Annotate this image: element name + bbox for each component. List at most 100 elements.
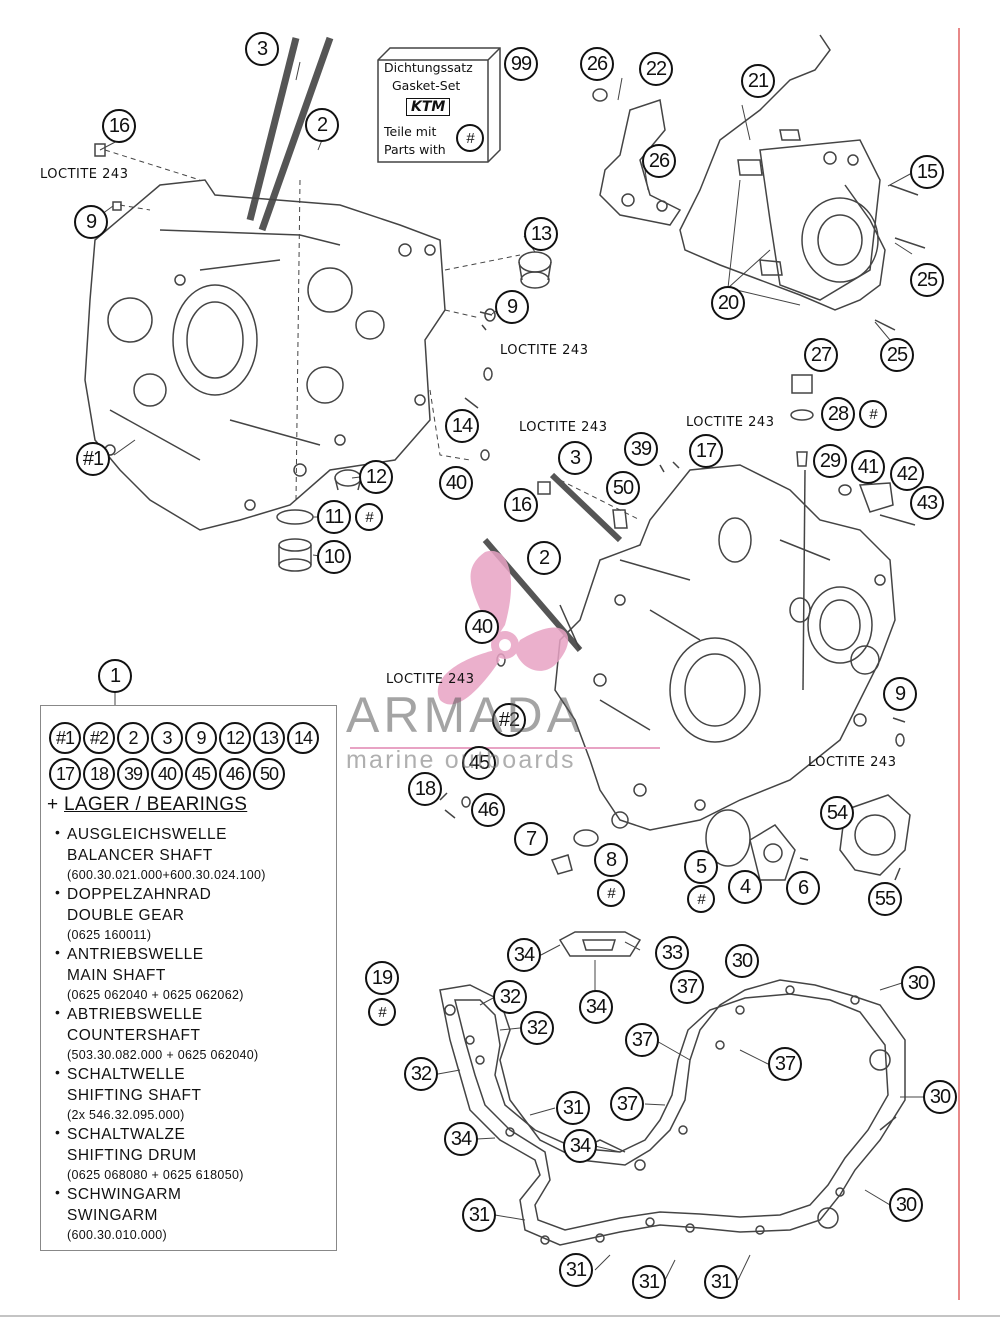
bullet-icon: • [55, 1064, 60, 1080]
callout-part-5: 5 [684, 850, 718, 884]
callout-part-16: 16 [102, 109, 136, 143]
legend-callout: 40 [151, 758, 183, 790]
callout-hash: # [859, 400, 887, 428]
legend-callout: 18 [83, 758, 115, 790]
callout-part-7: 7 [514, 822, 548, 856]
callout-part-3: 3 [245, 32, 279, 66]
bearing-item: • AUSGLEICHSWELLE BALANCER SHAFT (600.30… [55, 824, 266, 884]
callout-part-4: 4 [728, 870, 762, 904]
callout-part-34: 34 [444, 1122, 478, 1156]
callout-part-40: 40 [439, 466, 473, 500]
bearing-item: • ABTRIEBSWELLE COUNTERSHAFT (503.30.082… [55, 1004, 258, 1064]
callout-part-15: 15 [910, 155, 944, 189]
legend-callout: 3 [151, 722, 183, 754]
legend-callout: 17 [49, 758, 81, 790]
bearing-name-de: DOPPELZAHNRAD [67, 886, 212, 903]
bearing-name-en: COUNTERSHAFT [67, 1027, 201, 1044]
callout-part-43: 43 [910, 486, 944, 520]
callout-part-32: 32 [404, 1057, 438, 1091]
callout-part-12: 12 [359, 460, 393, 494]
callout-part-18: 18 [408, 772, 442, 806]
watermark-brand: ARMADA [346, 687, 584, 743]
stud-left-pair [246, 36, 334, 232]
callout-part-30: 30 [725, 944, 759, 978]
legend-callout: 14 [287, 722, 319, 754]
loctite-label: LOCTITE 243 [500, 343, 589, 358]
bearing-item: • SCHALTWELLE SHIFTING SHAFT (2x 546.32.… [55, 1064, 201, 1124]
callout-part-11: 11 [317, 500, 351, 534]
bullet-icon: • [55, 824, 60, 840]
bearing-name-en: SWINGARM [67, 1207, 158, 1224]
callout-part-14: 14 [445, 409, 479, 443]
gasket-title-de: Dichtungssatz [384, 60, 473, 75]
bearing-part-number: (0625 062040 + 0625 062062) [67, 988, 244, 1002]
callout-part-37: 37 [670, 970, 704, 1004]
callout-part-19: 19 [365, 961, 399, 995]
callout-part-26: 26 [580, 47, 614, 81]
legend-callout: 46 [219, 758, 251, 790]
watermark-subtitle: marine outboards [346, 746, 576, 774]
callout-part-30: 30 [901, 966, 935, 1000]
gasket-parts-de: Teile mit [384, 124, 437, 139]
bearing-item: • SCHWINGARM SWINGARM (600.30.010.000) [55, 1184, 181, 1244]
callout-part-39: 39 [624, 432, 658, 466]
callout-part-37: 37 [625, 1023, 659, 1057]
callout-part-37: 37 [768, 1047, 802, 1081]
callout-part-54: 54 [820, 796, 854, 830]
callout-part-25: 25 [880, 338, 914, 372]
callout-part-30: 30 [889, 1188, 923, 1222]
callout-hash: # [687, 885, 715, 913]
callout-hash: # [368, 998, 396, 1026]
bearing-name-en: DOUBLE GEAR [67, 907, 185, 924]
legend-row-1: #1 #2 2 3 9 12 13 14 [49, 722, 319, 754]
bearing-item: • DOPPELZAHNRAD DOUBLE GEAR (0625 160011… [55, 884, 211, 944]
callout-part-28: 28 [821, 397, 855, 431]
gasket-title-en: Gasket-Set [392, 78, 461, 93]
legend-callout: 9 [185, 722, 217, 754]
callout-part-41: 41 [851, 450, 885, 484]
gasket-set-label: Dichtungssatz Gasket-Set KTM Teile mit P… [378, 58, 488, 162]
bearing-part-number: (2x 546.32.095.000) [67, 1108, 185, 1122]
callout-part-32: 32 [520, 1011, 554, 1045]
bullet-icon: • [55, 1184, 60, 1200]
legend-title-text: LAGER / BEARINGS [64, 794, 248, 815]
bearing-part-number: (600.30.010.000) [67, 1228, 168, 1242]
callout-hash: # [597, 879, 625, 907]
callout-part-34: 34 [563, 1129, 597, 1163]
legend-callout: 45 [185, 758, 217, 790]
bearing-name-de: SCHALTWELLE [67, 1066, 186, 1083]
callout-part-55: 55 [868, 882, 902, 916]
callout-part-26: 26 [642, 144, 676, 178]
legend-callout: 50 [253, 758, 285, 790]
bearing-part-number: (0625 160011) [67, 928, 152, 942]
callout-part-45: 45 [462, 746, 496, 780]
legend-row-2: 17 18 39 40 45 46 50 [49, 758, 285, 790]
callout-part-16: 16 [504, 488, 538, 522]
callout-part-50: 50 [606, 471, 640, 505]
callout-hash: # [355, 503, 383, 531]
bullet-icon: • [55, 1004, 60, 1020]
legend-callout: #1 [49, 722, 81, 754]
callout-part-22: 22 [639, 52, 673, 86]
gasket-set-box [377, 47, 501, 163]
bearing-part-number: (600.30.021.000+600.30.024.100) [67, 868, 266, 882]
dashed-leaders [104, 149, 641, 521]
bearing-name-en: BALANCER SHAFT [67, 847, 213, 864]
callout-part-8: 8 [594, 843, 628, 877]
callout-part-42: 42 [890, 457, 924, 491]
bearing-part-number: (0625 068080 + 0625 618050) [67, 1168, 244, 1182]
watermark: ARMADA marine outboards [346, 690, 666, 774]
callout-part-31: 31 [462, 1198, 496, 1232]
bearing-item: • ANTRIEBSWELLE MAIN SHAFT (0625 062040 … [55, 944, 244, 1004]
ktm-logo: KTM [406, 98, 451, 116]
left-case-bolts [464, 308, 496, 461]
bearing-part-number: (503.30.082.000 + 0625 062040) [67, 1048, 259, 1062]
callout-part-34: 34 [579, 990, 613, 1024]
legend-callout: 12 [219, 722, 251, 754]
callout-part-31: 31 [632, 1265, 666, 1299]
callout-part-21: 21 [741, 64, 775, 98]
callout-part-34: 34 [507, 938, 541, 972]
callout-part-32: 32 [493, 980, 527, 1014]
callout-part-29: 29 [813, 444, 847, 478]
